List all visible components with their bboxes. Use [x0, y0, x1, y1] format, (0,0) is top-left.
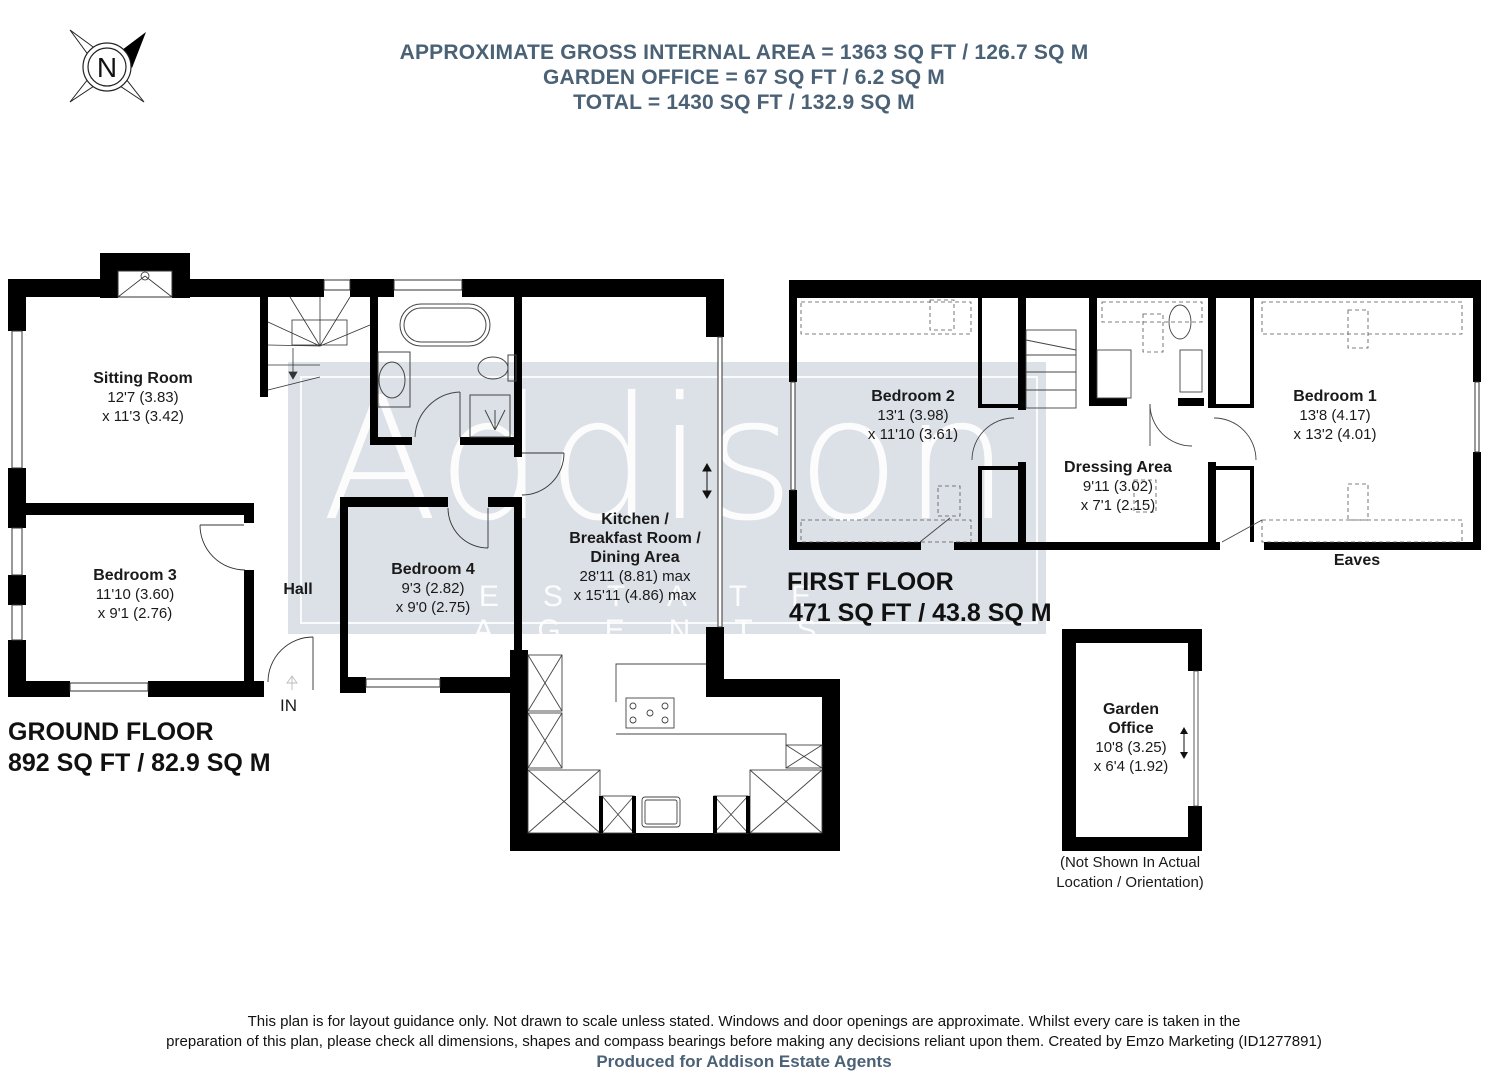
produced-for-label: Produced for Addison Estate Agents — [596, 1052, 892, 1071]
first-floor-eaves-lines — [800, 299, 1463, 543]
room-sitting-room: Sitting Room 12'7 (3.83) x 11'3 (3.42) — [93, 370, 193, 425]
ground-floor-title: GROUND FLOOR — [8, 718, 214, 746]
entrance-label: IN — [280, 696, 297, 715]
disclaimer-line-1: This plan is for layout guidance only. N… — [247, 1013, 1241, 1030]
ground-floor-doors — [199, 452, 565, 690]
eaves-label: Eaves — [1333, 552, 1381, 569]
total-area-heading: TOTAL = 1430 SQ FT / 132.9 SQ M — [573, 91, 915, 114]
ground-floor-stairs — [267, 296, 371, 391]
room-garden-office: Garden Office 10'8 (3.25) x 6'4 (1.92) — [1093, 701, 1169, 775]
watermark-sub: ESTATE AGENTS — [473, 580, 861, 647]
ground-floor-area: 892 SQ FT / 82.9 SQ M — [8, 749, 271, 777]
ground-floor-walls — [8, 253, 840, 851]
watermark-brand: Addison — [321, 361, 1013, 559]
room-bedroom-2: Bedroom 2 13'1 (3.98) x 11'10 (3.61) — [867, 388, 959, 443]
bathroom-fixtures — [377, 303, 517, 438]
garden-office-window — [1180, 670, 1199, 807]
room-hall: Hall — [283, 581, 313, 598]
room-bedroom-3: Bedroom 3 11'10 (3.60) x 9'1 (2.76) — [93, 567, 177, 622]
first-floor-title: FIRST FLOOR — [787, 568, 954, 596]
garden-office-walls — [1062, 629, 1202, 851]
gross-area-heading: APPROXIMATE GROSS INTERNAL AREA = 1363 S… — [399, 41, 1089, 64]
garden-office-note: (Not Shown In Actual Location / Orientat… — [1056, 854, 1204, 891]
first-floor-walls — [789, 280, 1481, 550]
sliding-door-arrow — [702, 462, 712, 500]
ground-floor-windows — [11, 270, 723, 692]
disclaimer-line-2: preparation of this plan, please check a… — [166, 1033, 1322, 1050]
room-kitchen-dining: Kitchen / Breakfast Room / Dining Area 2… — [569, 511, 701, 604]
garden-office-area-heading: GARDEN OFFICE = 67 SQ FT / 6.2 SQ M — [543, 66, 945, 89]
first-floor-area: 471 SQ FT / 43.8 SQ M — [789, 599, 1052, 627]
compass-north-label: N — [97, 52, 117, 83]
first-floor-windows — [790, 381, 1480, 491]
watermark-frame — [300, 376, 1038, 624]
room-bedroom-4: Bedroom 4 9'3 (2.82) x 9'0 (2.75) — [391, 561, 475, 616]
room-bedroom-1: Bedroom 1 13'8 (4.17) x 13'2 (4.01) — [1293, 388, 1377, 443]
first-floor-fixtures — [919, 304, 1263, 543]
north-compass-icon: N — [69, 29, 146, 103]
room-dressing-area: Dressing Area 9'11 (3.02) x 7'1 (2.15) — [1064, 459, 1172, 514]
